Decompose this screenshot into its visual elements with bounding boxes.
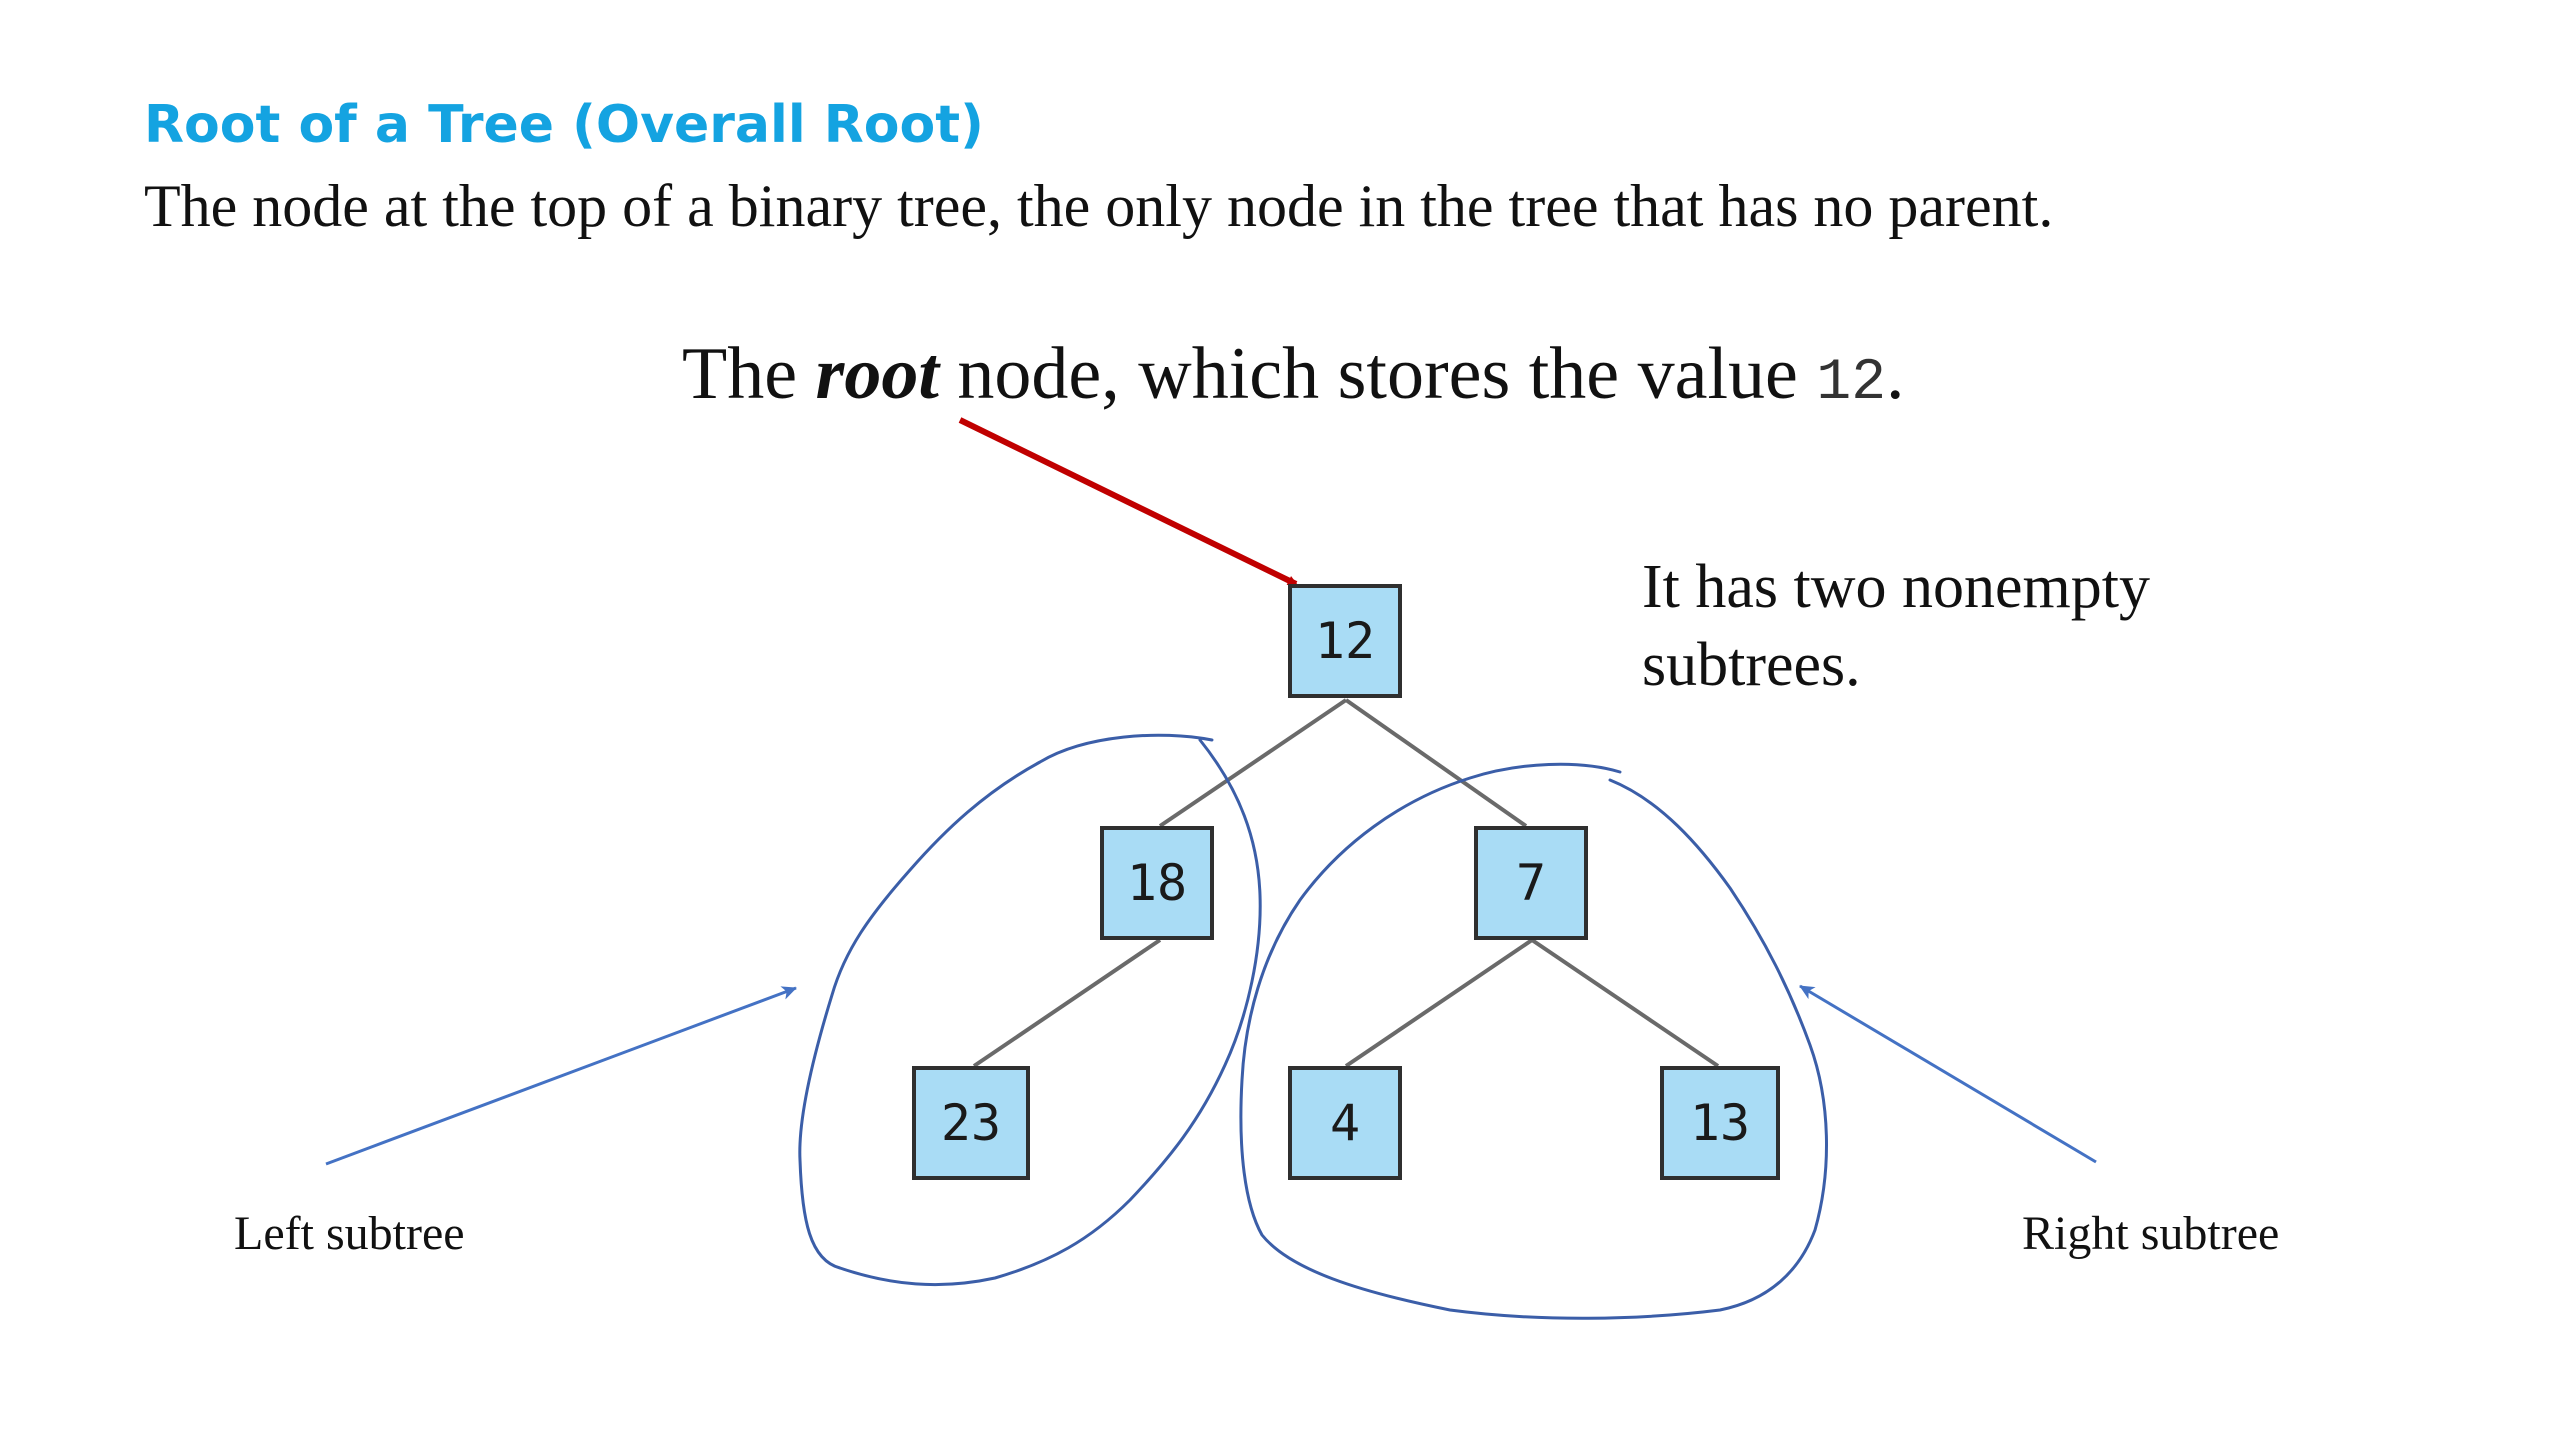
definition-text: The node at the top of a binary tree, th… <box>144 173 2054 239</box>
edge-12-18 <box>1158 698 1348 828</box>
node-box <box>1660 1066 1780 1180</box>
right-subtree-label: Right subtree <box>2022 1207 2280 1260</box>
caption-emphasis: root <box>815 333 939 415</box>
root-caption: The root node, which stores the value 12… <box>682 324 1905 434</box>
edge-7-4 <box>1344 938 1534 1068</box>
left-subtree-label: Left subtree <box>234 1207 465 1260</box>
node-box <box>1100 826 1214 940</box>
tree-node-right: 7 <box>1474 826 1588 940</box>
node-value: 12 <box>1315 612 1375 670</box>
node-box <box>1288 584 1402 698</box>
tree-node-right-right: 13 <box>1660 1066 1780 1180</box>
tree-node-root: 12 <box>1288 584 1402 698</box>
note-line-2: subtrees. <box>1642 631 1861 699</box>
caption-before: The <box>682 333 816 415</box>
tree-node-left: 18 <box>1100 826 1214 940</box>
right-subtree-outline <box>1239 762 1828 1320</box>
subtrees-note: It has two nonempty subtrees. <box>1642 548 2150 704</box>
root-pointer-arrow <box>958 417 1298 587</box>
edge-12-7 <box>1344 698 1528 828</box>
node-value: 7 <box>1516 854 1546 912</box>
left-subtree-outline <box>798 733 1262 1287</box>
left-subtree-pointer <box>325 986 797 1166</box>
node-box <box>1288 1066 1402 1180</box>
edge-7-13 <box>1530 938 1720 1068</box>
caption-middle: node, which stores the value <box>938 333 1817 415</box>
node-box <box>912 1066 1030 1180</box>
tree-node-right-left: 4 <box>1288 1066 1402 1180</box>
node-box <box>1474 826 1588 940</box>
node-value: 23 <box>941 1094 1001 1152</box>
node-value: 4 <box>1330 1094 1360 1152</box>
caption-value: 12 <box>1816 351 1887 416</box>
edge-18-23 <box>972 938 1162 1068</box>
tree-node-left-left: 23 <box>912 1066 1030 1180</box>
right-subtree-pointer <box>1799 984 2097 1164</box>
caption-end: . <box>1886 333 1905 415</box>
note-line-1: It has two nonempty <box>1642 553 2150 621</box>
slide-title: Root of a Tree (Overall Root) <box>144 95 984 155</box>
node-value: 13 <box>1690 1094 1750 1152</box>
node-value: 18 <box>1127 854 1187 912</box>
